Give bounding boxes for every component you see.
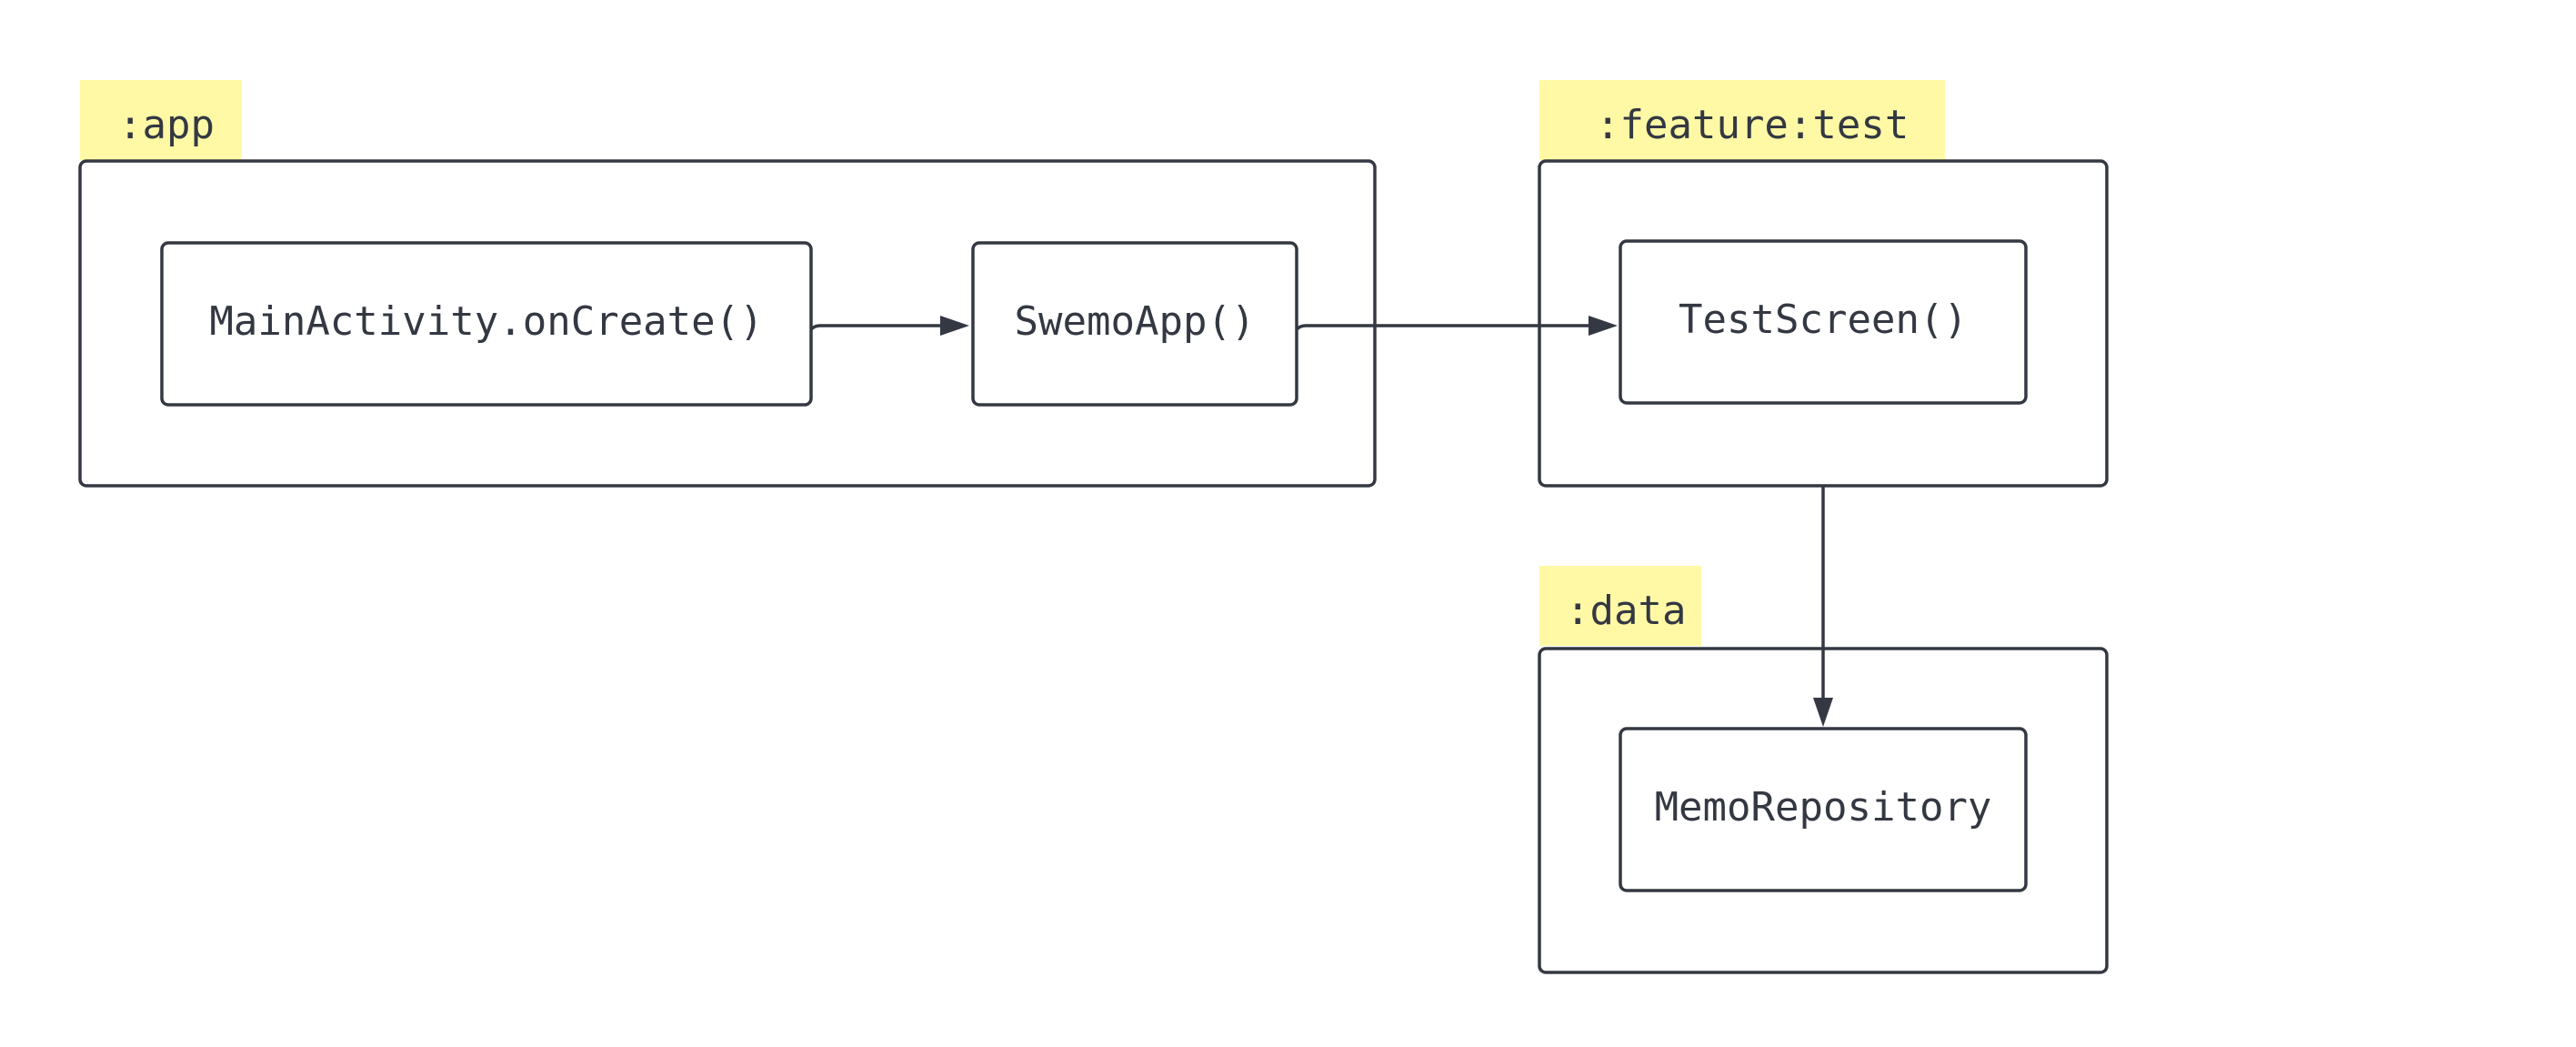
- edge-main-activity-to-swemo-app: [809, 316, 969, 336]
- edge-swemo-app-to-test-screen: [1295, 316, 1618, 336]
- node-test-screen: TestScreen(): [1619, 239, 2028, 405]
- edge-swemo-app-to-test-screen-arrowhead: [1589, 316, 1618, 336]
- group-feature-test-label: :feature:test: [1596, 102, 1909, 148]
- node-memo-repository-label: MemoRepository: [1655, 784, 1992, 831]
- node-swemo-app-box: [971, 241, 1298, 407]
- node-main-activity-label: MainActivity.onCreate(): [209, 298, 763, 345]
- node-main-activity-box: [160, 241, 813, 407]
- node-swemo-app: SwemoApp(): [971, 241, 1298, 407]
- edge-main-activity-to-swemo-app-line: [809, 324, 946, 331]
- edge-test-screen-to-memo-repository: [1813, 486, 1833, 727]
- group-data-label: :data: [1566, 588, 1686, 634]
- node-main-activity: MainActivity.onCreate(): [160, 241, 813, 407]
- node-test-screen-label: TestScreen(): [1679, 297, 1968, 343]
- edge-test-screen-to-memo-repository-arrowhead: [1813, 698, 1833, 727]
- node-memo-repository-box: [1619, 727, 2028, 892]
- edge-swemo-app-to-test-screen-line: [1295, 324, 1593, 331]
- group-data-label-bg: [1539, 566, 1701, 646]
- group-feature-test-label-bg: [1539, 80, 1945, 160]
- node-memo-repository: MemoRepository: [1619, 727, 2028, 892]
- edge-main-activity-to-swemo-app-arrowhead: [940, 316, 969, 336]
- node-swemo-app-label: SwemoApp(): [1015, 298, 1256, 345]
- group-app-label-bg: [80, 80, 242, 160]
- node-test-screen-box: [1619, 239, 2028, 405]
- group-app-label: :app: [118, 102, 215, 148]
